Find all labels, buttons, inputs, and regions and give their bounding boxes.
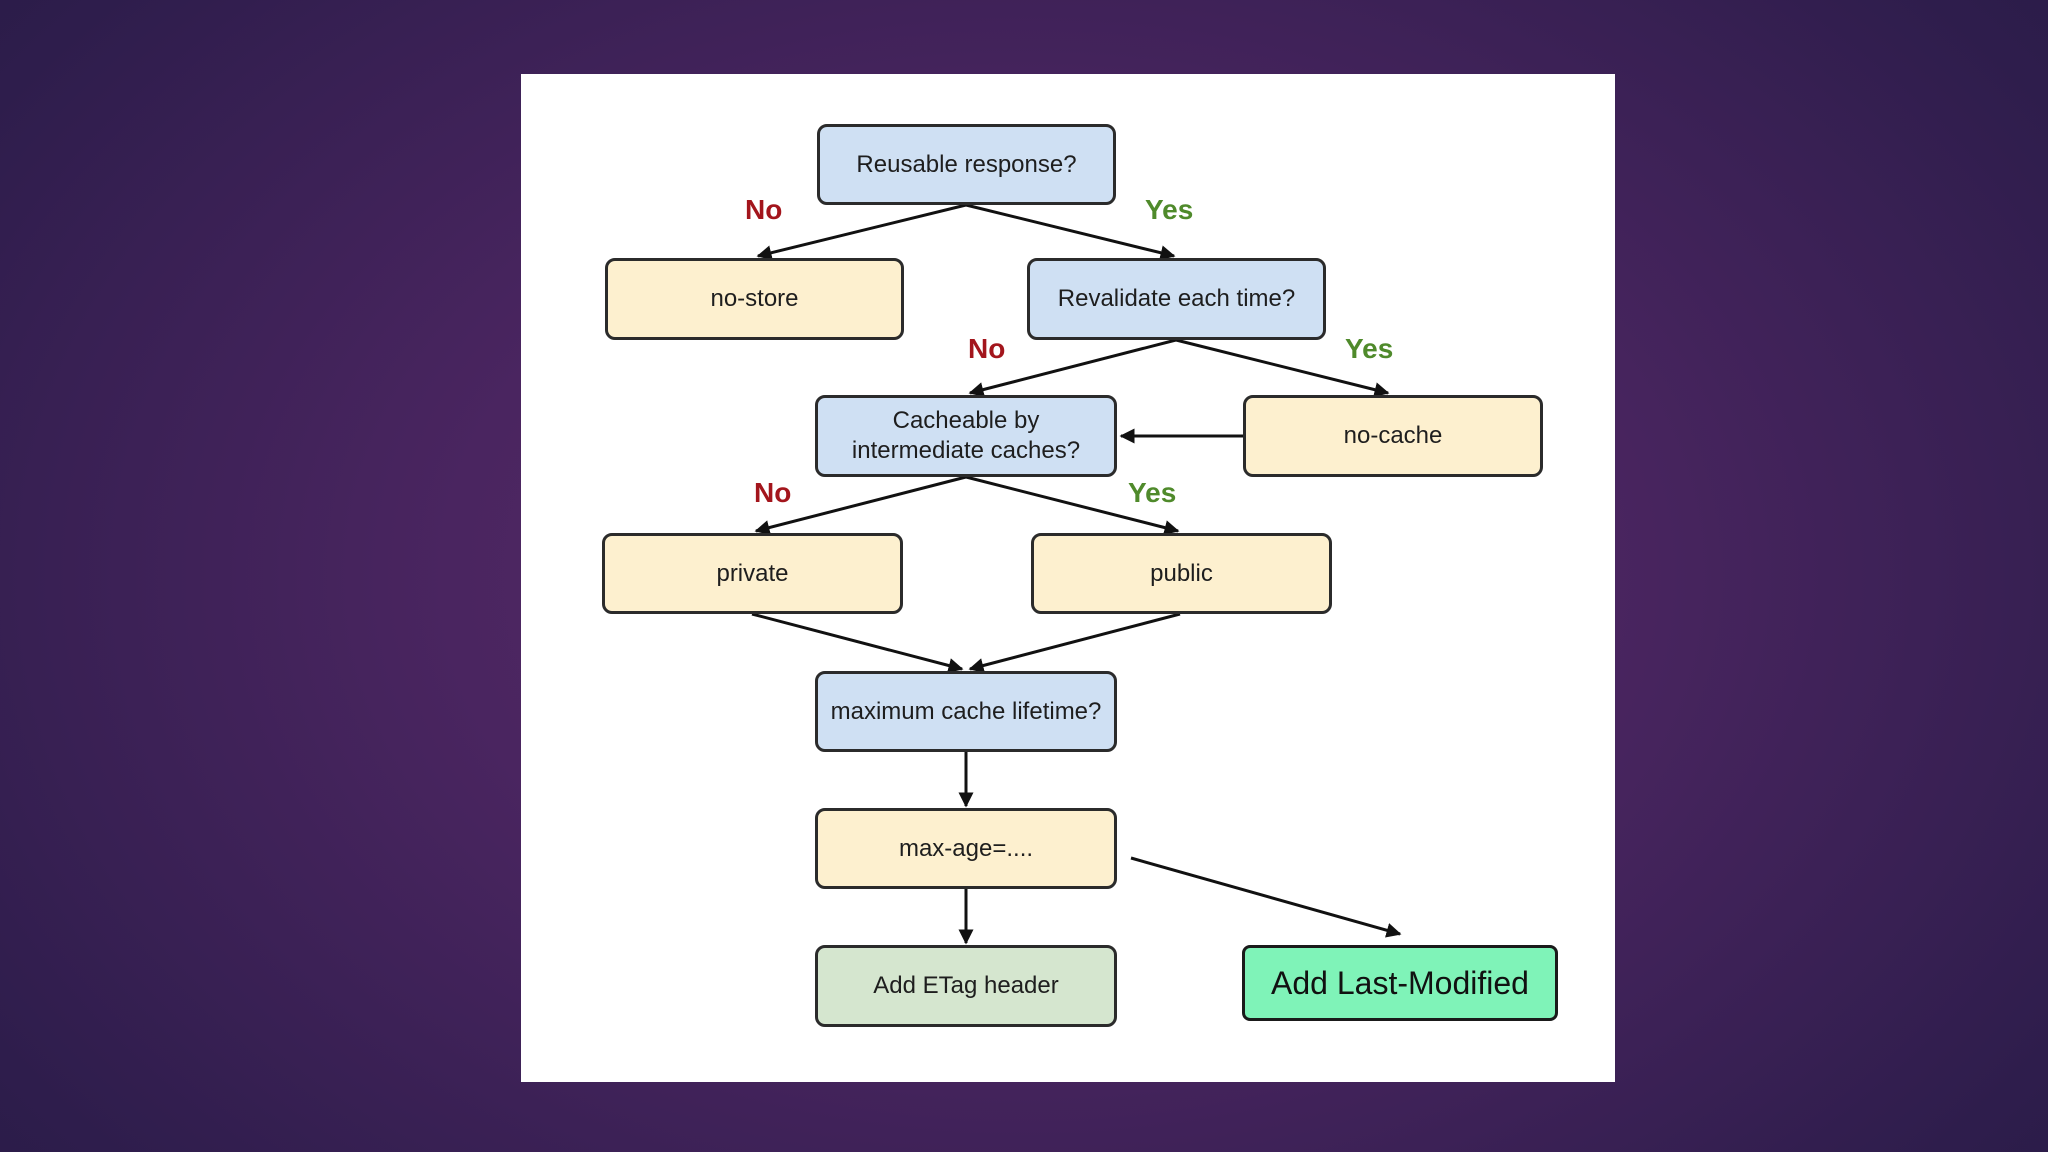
revalidate-each-time-node: Revalidate each time? [1027, 258, 1326, 340]
edge-revalidate-to-no-cache [1175, 338, 1390, 398]
private-node: private [602, 533, 903, 614]
edge-reusable-to-no-store [756, 203, 967, 261]
add-last-modified-node: Add Last-Modified [1242, 945, 1558, 1021]
edge-private-to-max-lifetime [751, 612, 964, 673]
cacheable-by-intermediate-caches-node: Cacheable by intermediate caches? [815, 395, 1117, 477]
reusable-response-node: Reusable response? [817, 124, 1116, 205]
no-cache-node: no-cache [1243, 395, 1543, 477]
edge-revalidate-to-cacheable [968, 338, 1177, 397]
edge-public-to-max-lifetime [968, 612, 1181, 673]
label-no-revalidate: No [968, 333, 1006, 364]
edge-reusable-to-revalidate [965, 203, 1176, 261]
label-yes-revalidate: Yes [1345, 333, 1394, 364]
label-no-reusable: No [745, 194, 783, 225]
no-store-node: no-store [605, 258, 904, 340]
edge-max-age-to-last-modified [1130, 856, 1402, 938]
add-etag-header-node: Add ETag header [815, 945, 1117, 1027]
public-node: public [1031, 533, 1332, 614]
label-no-cacheable: No [754, 477, 792, 508]
edge-cacheable-to-private [754, 475, 967, 535]
edge-cacheable-to-public [965, 475, 1180, 535]
label-yes-cacheable: Yes [1128, 477, 1177, 508]
maximum-cache-lifetime-node: maximum cache lifetime? [815, 671, 1117, 752]
max-age-node: max-age=.... [815, 808, 1117, 889]
label-yes-reusable: Yes [1145, 194, 1194, 225]
